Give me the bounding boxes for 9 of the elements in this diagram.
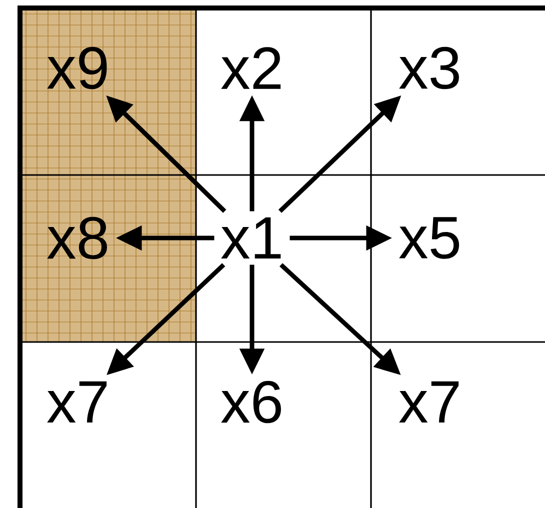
cell-label: x7 [399,381,459,423]
cell-label: x6 [221,380,281,424]
cell-label: x1 [221,217,281,259]
cell-label: x2 [221,47,281,89]
cell-label: x3 [399,46,459,90]
cell-label: x7 [47,381,107,423]
cell-label: x9 [47,46,107,90]
cell-label: x5 [399,217,460,259]
cell-label: x8 [47,216,107,260]
